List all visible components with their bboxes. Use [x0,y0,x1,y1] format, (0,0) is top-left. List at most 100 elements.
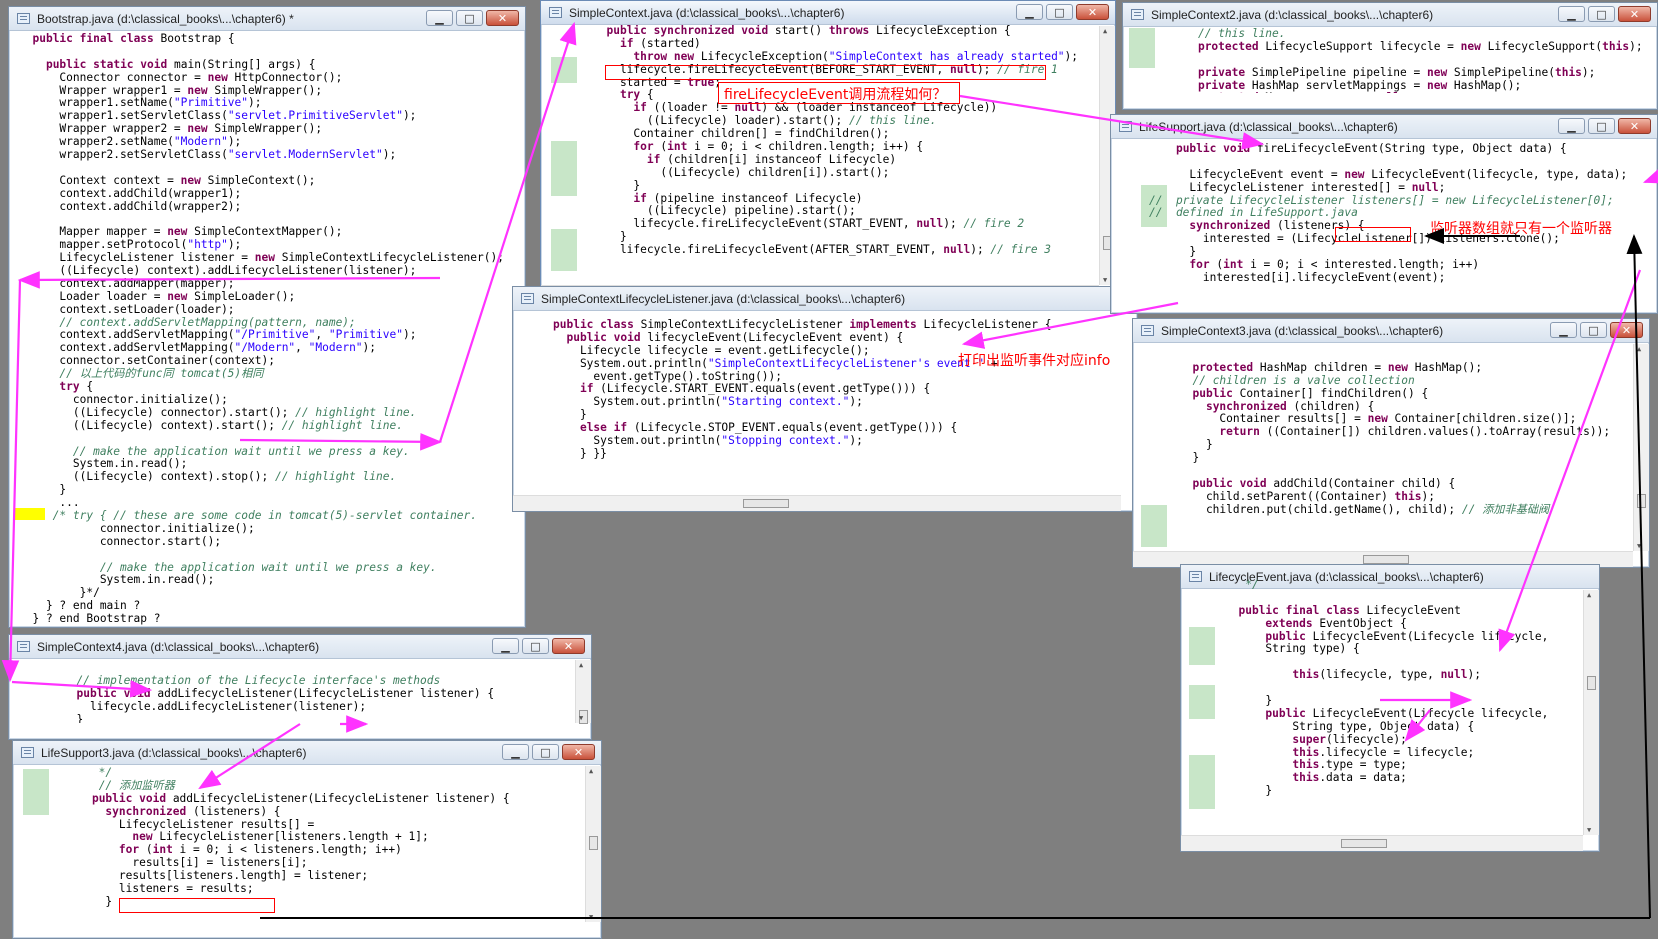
java-file-icon [1141,325,1154,336]
maximize-button[interactable]: □ [1580,322,1607,338]
code-line: lifecycle.fireLifecycleEvent(START_EVENT… [593,217,1025,231]
vertical-scrollbar[interactable] [585,766,601,922]
code-line: } ? end Bootstrap ? [19,612,161,626]
minimize-button[interactable]: ▁ [502,744,529,760]
code-editor[interactable]: // implementation of the Lifecycle inter… [59,675,575,723]
close-button[interactable]: ✕ [1610,322,1643,338]
code-line: } [593,178,641,192]
code-editor[interactable]: // this line. protected LifecycleSupport… [1167,28,1641,93]
code-editor[interactable]: public void fireLifecycleEvent(String ty… [1145,143,1657,297]
code-line: public void addLifecycleListener(Lifecyc… [91,791,510,805]
code-line: protected HashMap children = new HashMap… [1192,360,1483,374]
code-editor[interactable]: protected HashMap children = new HashMap… [1175,349,1633,551]
simplecontext-window[interactable]: SimpleContext.java (d:\classical_books\.… [540,0,1116,302]
code-line: } [63,712,84,723]
minimize-button[interactable]: ▁ [1016,4,1043,20]
simplecontext2-window[interactable]: SimpleContext2.java (d:\classical_books\… [1122,2,1658,110]
title-bar[interactable]: SimpleContextLifecycleListener.java (d:\… [513,287,1137,311]
minimize-button[interactable]: ▁ [492,638,519,654]
window-title: LifecycleEvent.java (d:\classical_books\… [1209,570,1484,584]
code-line: ((Lifecycle) children[i]).start(); [593,165,890,179]
title-bar[interactable]: SimpleContext2.java (d:\classical_books\… [1123,3,1657,27]
code-line: if ((loader != null) && (loader instance… [633,101,998,115]
horizontal-scrollbar[interactable] [1181,835,1583,851]
minimize-button[interactable]: ▁ [426,10,453,26]
code-line: ((Lifecycle) connector).start(); // high… [19,405,417,419]
title-bar[interactable]: SimpleContext4.java (d:\classical_books\… [9,635,591,659]
maximize-button[interactable]: □ [532,744,559,760]
title-bar[interactable]: LifeSupport.java (d:\classical_books\...… [1111,115,1657,139]
code-line: System.out.println("Starting context."); [553,395,863,409]
simplecontext3-window[interactable]: SimpleContext3.java (d:\classical_books\… [1132,318,1650,568]
vertical-scrollbar[interactable] [1633,344,1649,551]
code-line: // context.addServletMapping(pattern, na… [59,315,356,329]
maximize-button[interactable]: □ [1046,4,1073,20]
java-file-icon [21,747,34,758]
code-editor[interactable]: */ // 添加监听器 public void addLifecycleList… [61,767,585,922]
code-editor[interactable]: public synchronized void start() throws … [589,25,1099,285]
code-line: ((Lifecycle) context).stop(); // highlig… [19,470,397,484]
code-line: ((Lifecycle) context).start(); // highli… [19,418,403,432]
close-button[interactable]: ✕ [562,744,595,760]
change-marker [1141,505,1167,547]
title-bar[interactable]: LifeSupport3.java (d:\classical_books\..… [13,741,601,765]
code-editor[interactable]: public class SimpleContextLifecycleListe… [549,319,1121,495]
vertical-scrollbar[interactable] [575,660,591,724]
close-button[interactable]: ✕ [1618,118,1651,134]
maximize-button[interactable]: □ [1588,118,1615,134]
lifesupport-window[interactable]: LifeSupport.java (d:\classical_books\...… [1110,114,1658,314]
code-line: // 以上代码的func同 tomcat(5)相同 [59,367,264,381]
title-bar[interactable]: SimpleContext.java (d:\classical_books\.… [541,1,1115,25]
code-line: ((Lifecycle) context).addLifecycleListen… [19,264,417,278]
code-line: LifecycleListener interested[] = null; [1149,180,1446,194]
minimize-button[interactable]: ▁ [1550,322,1577,338]
change-marker [551,141,577,196]
code-line: } [19,483,67,497]
code-line: context.addServletMapping("/Modern", "Mo… [19,341,377,355]
listener-window[interactable]: SimpleContextLifecycleListener.java (d:\… [512,286,1138,512]
title-bar[interactable]: SimpleContext3.java (d:\classical_books\… [1133,319,1649,343]
code-line: synchronized (listeners) { [1189,219,1365,233]
vertical-scrollbar[interactable] [1583,590,1599,835]
minimize-button[interactable]: ▁ [1558,118,1585,134]
code-line: results[i] = listeners[i]; [65,856,308,870]
maximize-button[interactable]: □ [1588,6,1615,22]
code-line: context.addServletMapping("/Primitive", … [19,328,417,342]
code-line: child.setParent((Container) this); [1179,489,1435,503]
maximize-button[interactable]: □ [456,10,483,26]
horizontal-scrollbar[interactable] [513,495,1121,511]
lifesupport3-window[interactable]: LifeSupport3.java (d:\classical_books\..… [12,740,602,939]
java-file-icon [17,13,30,24]
code-line: this.lifecycle = lifecycle; [1292,745,1475,759]
code-line: } [65,894,113,908]
close-button[interactable]: ✕ [486,10,519,26]
code-line: } [1149,245,1197,259]
close-button[interactable]: ✕ [1618,6,1651,22]
annotation-box [718,82,960,104]
close-button[interactable]: ✕ [1076,4,1109,20]
code-line: context.addMapper(mapper); [19,276,235,290]
code-line: System.out.println("SimpleContextLifecyc… [553,356,998,370]
lifecycleevent-window[interactable]: LifecycleEvent.java (d:\classical_books\… [1180,564,1600,852]
annotation-fire-flow: fireLifecycleEvent调用流程如何？ [724,87,947,103]
code-line: if (Lifecycle.START_EVENT.equals(event.g… [579,382,931,396]
window-title: LifeSupport3.java (d:\classical_books\..… [41,746,307,760]
window-title: SimpleContext.java (d:\classical_books\.… [569,6,845,20]
code-line: Lifecycle lifecycle = event.getLifecycle… [553,343,870,357]
code-line: // defined in LifeSupport.java [1149,206,1358,220]
code-line: try { [59,380,94,394]
code-line: public final class LifecycleEvent [1238,603,1461,617]
code-line: Wrapper wrapper2 = new SimpleWrapper(); [19,122,323,136]
simplecontext4-window[interactable]: SimpleContext4.java (d:\classical_books\… [8,634,592,740]
code-line: String type) { [1225,642,1360,656]
code-line: } }} [553,446,607,460]
title-bar[interactable]: Bootstrap.java (d:\classical_books\...\c… [9,7,525,31]
maximize-button[interactable]: □ [522,638,549,654]
close-button[interactable]: ✕ [552,638,585,654]
code-editor[interactable]: public final class Bootstrap { public st… [15,33,525,627]
code-editor[interactable]: */ public final class LifecycleEvent ext… [1221,579,1583,835]
code-line: // private LifecycleListener listeners[]… [1149,193,1614,207]
bootstrap-window[interactable]: Bootstrap.java (d:\classical_books\...\c… [8,6,526,628]
code-line: private HashMap servletMappings = new Ha… [1197,78,1522,92]
minimize-button[interactable]: ▁ [1558,6,1585,22]
